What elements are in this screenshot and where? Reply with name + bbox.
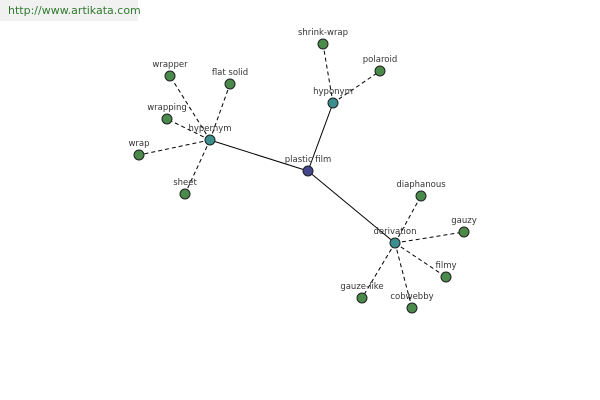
- node-label-hypernym[interactable]: hypernym: [188, 124, 231, 134]
- node-hypernym[interactable]: [204, 134, 216, 146]
- node-shrink-wrap[interactable]: [317, 38, 329, 50]
- node-hyponym[interactable]: [327, 97, 339, 109]
- edge-hypernym-to-wrap: [138, 139, 211, 156]
- edge-hypernym-to-sheet: [184, 139, 211, 195]
- edge-plastic-film-to-derivation: [307, 170, 396, 244]
- node-label-hyponym[interactable]: hyponym: [313, 87, 353, 97]
- edge-hyponym-to-polaroid: [332, 70, 381, 104]
- edges-layer: [138, 43, 465, 309]
- node-label-polaroid[interactable]: polaroid: [363, 55, 397, 65]
- node-label-filmy[interactable]: filmy: [435, 261, 456, 271]
- node-sheet[interactable]: [179, 188, 191, 200]
- node-flat-solid[interactable]: [224, 78, 236, 90]
- node-label-sheet[interactable]: sheet: [173, 178, 197, 188]
- node-derivation[interactable]: [389, 237, 401, 249]
- node-cobwebby[interactable]: [406, 302, 418, 314]
- node-label-gauzy[interactable]: gauzy: [451, 216, 476, 226]
- edge-plastic-film-to-hypernym: [209, 139, 309, 172]
- node-label-cobwebby[interactable]: cobwebby: [390, 292, 433, 302]
- node-polaroid[interactable]: [374, 65, 386, 77]
- node-label-flat-solid[interactable]: flat solid: [212, 68, 248, 78]
- edge-hyponym-to-shrink-wrap: [322, 43, 334, 104]
- edge-derivation-to-gauzy: [394, 231, 465, 244]
- edge-derivation-to-diaphanous: [394, 195, 422, 244]
- node-gauze-like[interactable]: [356, 292, 368, 304]
- node-label-plastic-film[interactable]: plastic film: [285, 155, 331, 165]
- url-banner: http://www.artikata.com: [0, 0, 141, 21]
- node-label-wrapper[interactable]: wrapper: [152, 60, 188, 70]
- edge-plastic-film-to-hyponym: [307, 102, 334, 172]
- nodes-layer: [133, 38, 470, 314]
- edge-derivation-to-filmy: [394, 242, 447, 278]
- edge-hypernym-to-wrapping: [166, 118, 211, 141]
- node-diaphanous[interactable]: [415, 190, 427, 202]
- node-label-wrapping[interactable]: wrapping: [147, 103, 187, 113]
- node-label-shrink-wrap[interactable]: shrink-wrap: [298, 28, 348, 38]
- node-gauzy[interactable]: [458, 226, 470, 238]
- node-plastic-film[interactable]: [302, 165, 314, 177]
- labels-layer: plastic film hypernym hyponym derivation wra…: [128, 28, 476, 302]
- edge-derivation-to-gauze-like: [361, 242, 396, 299]
- node-wrap[interactable]: [133, 149, 145, 161]
- node-label-wrap[interactable]: wrap: [128, 139, 149, 149]
- node-label-diaphanous[interactable]: diaphanous: [396, 180, 446, 190]
- edge-hypernym-to-wrapper: [169, 75, 211, 141]
- site-url-link[interactable]: http://www.artikata.com: [8, 4, 141, 17]
- node-label-derivation[interactable]: derivation: [373, 227, 416, 237]
- node-wrapping[interactable]: [161, 113, 173, 125]
- edge-hypernym-to-flat-solid: [209, 83, 231, 141]
- node-filmy[interactable]: [440, 271, 452, 283]
- node-label-gauze-like[interactable]: gauze-like: [340, 282, 383, 292]
- node-wrapper[interactable]: [164, 70, 176, 82]
